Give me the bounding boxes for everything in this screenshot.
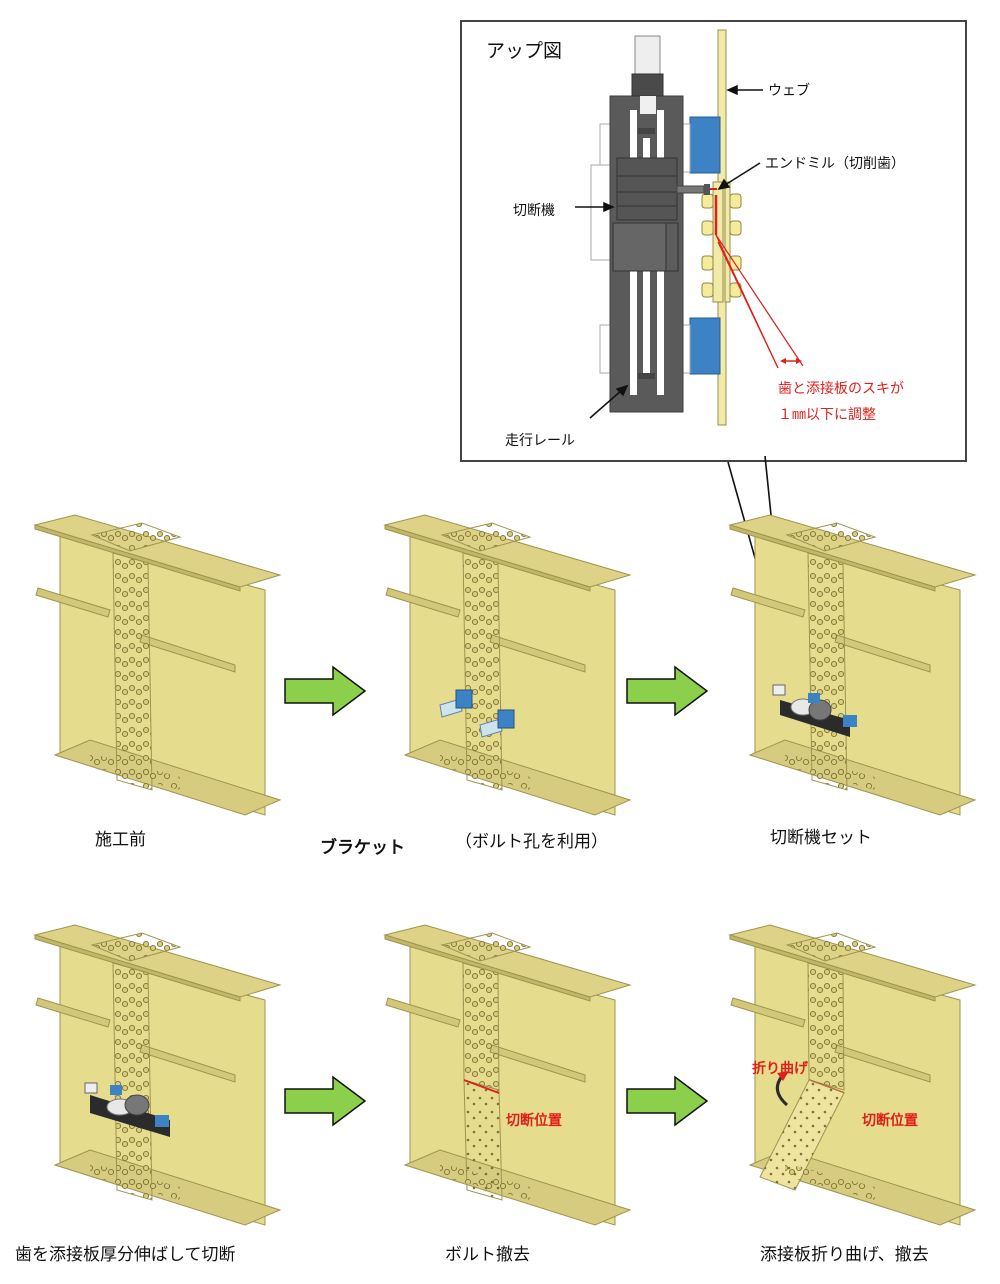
splice-plate-lower	[463, 1079, 503, 1201]
step2-caption-bold: ブラケット	[320, 838, 405, 858]
step-arrow-4	[626, 1075, 709, 1127]
note-gap-line2: １㎜以下に調整	[778, 407, 876, 423]
step5-caption: ボルト撤去	[445, 1245, 530, 1265]
cutting-machine	[772, 684, 857, 737]
splice-plate	[112, 552, 153, 791]
step-arrow-3	[284, 1075, 367, 1127]
step2-caption: （ボルト孔を利用）	[455, 832, 608, 852]
splice-plate-upper	[807, 962, 845, 1091]
bolts	[701, 193, 742, 298]
step-arrow-2	[626, 665, 709, 717]
splice-plate	[112, 962, 153, 1201]
step2-girder	[384, 514, 631, 816]
bracket-top	[689, 116, 721, 174]
step5-girder	[384, 924, 631, 1226]
step4-girder	[34, 924, 281, 1226]
label-web: ウェブ	[768, 83, 810, 99]
label-endmill: エンドミル（切削歯）	[765, 156, 905, 172]
splice-plate	[462, 552, 503, 791]
step-arrow-1	[284, 665, 367, 717]
step6-cut-position-label: 切断位置	[862, 1113, 918, 1129]
splice-plate-upper	[462, 962, 500, 1091]
label-rail: 走行レール	[505, 433, 575, 449]
closeup-drawing	[575, 29, 804, 426]
step1-caption: 施工前	[95, 830, 146, 850]
step4-caption: 歯を添接板厚分伸ばして切断	[15, 1245, 236, 1265]
brackets	[439, 689, 515, 738]
step6-girder	[729, 924, 976, 1226]
step6-caption: 添接板折り曲げ、撤去	[760, 1245, 929, 1265]
splice-plate	[807, 552, 848, 791]
cut-line	[463, 1079, 500, 1094]
step1-girder	[34, 514, 281, 816]
note-gap-line1: 歯と添接板のスキが	[778, 381, 904, 397]
label-cutter: 切断機	[513, 203, 555, 219]
step3-caption: 切断機セット	[770, 828, 872, 848]
cutting-machine	[84, 1082, 170, 1137]
closeup-title: アップ図	[486, 40, 563, 62]
step5-cut-position-label: 切断位置	[506, 1113, 562, 1129]
step3-girder	[729, 514, 976, 816]
step6-bend-label: 折り曲げ	[752, 1061, 808, 1077]
cutter-body	[616, 157, 678, 221]
bracket-bottom	[689, 317, 721, 375]
